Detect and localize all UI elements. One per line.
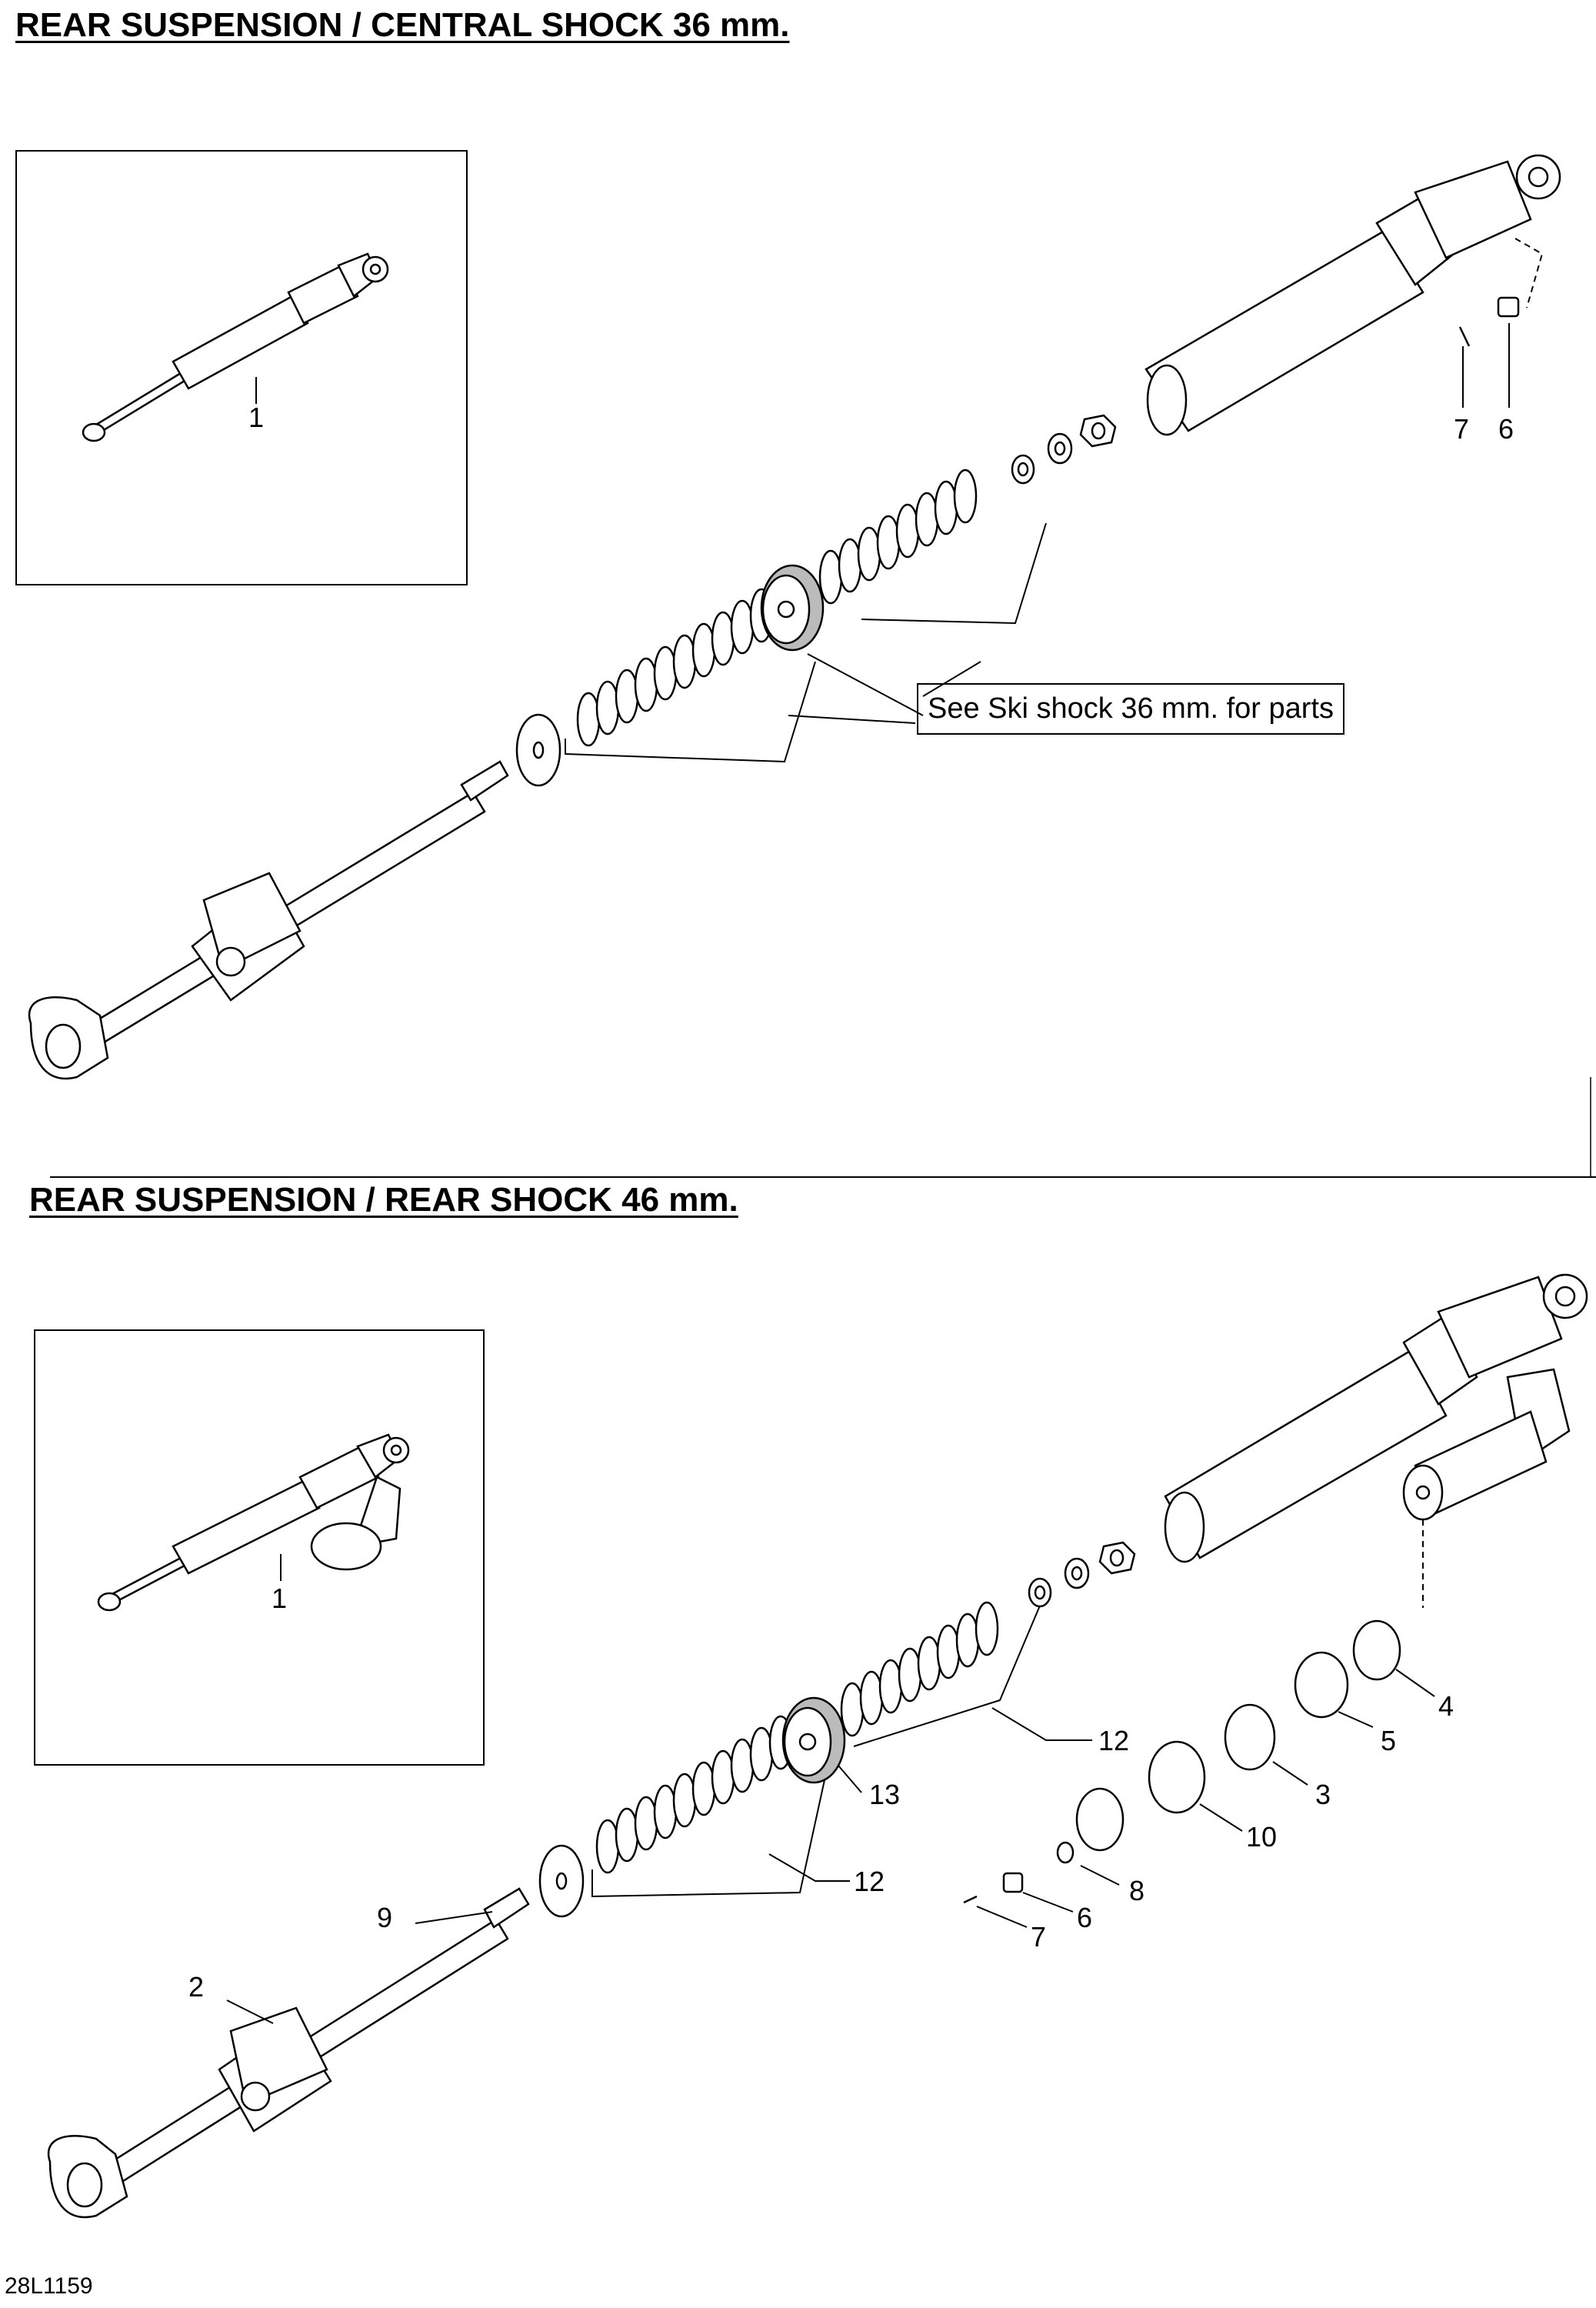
section-1-lower-spring [576, 588, 774, 747]
callout-2-s2: 2 [188, 1971, 204, 2003]
section-1-dashed-guide [1514, 238, 1544, 309]
callout-3-s2: 3 [1315, 1779, 1331, 1810]
see-ski-shock-note: See Ski shock 36 mm. for parts [917, 683, 1344, 735]
section-2-title: REAR SUSPENSION / REAR SHOCK 46 mm. [29, 1181, 738, 1219]
section-1-inset-shock [82, 252, 389, 442]
inset-1-callout: 1 [248, 402, 264, 433]
section-2-inset-shock [97, 1433, 410, 1612]
section-1-shaft-assembly [28, 760, 509, 1080]
callout-10-s2: 10 [1246, 1821, 1277, 1853]
section-2-upper-spring [840, 1601, 999, 1737]
callout-6-s2: 6 [1077, 1902, 1092, 1933]
callout-5-s2: 5 [1381, 1725, 1396, 1756]
section-2-crossover [781, 1696, 846, 1784]
section-1-upper-spring-bracket [861, 522, 1047, 625]
section-1-title: REAR SUSPENSION / CENTRAL SHOCK 36 mm. [15, 6, 790, 44]
section-2-lower-spring-bracket [591, 1769, 828, 1898]
callout-12a-s2: 12 [1098, 1725, 1129, 1756]
callout-8-s2: 8 [1129, 1875, 1145, 1906]
section-1-crossover [760, 564, 825, 652]
section-2-shaft-assembly [47, 1887, 530, 2219]
callout-7-s1: 7 [1454, 413, 1469, 445]
section-2-washers-nut [1028, 1541, 1136, 1608]
callout-7-s2: 7 [1031, 1921, 1046, 1953]
section-2-upper-spring-bracket [853, 1599, 1043, 1747]
section-2-shock-body [1164, 1273, 1588, 1563]
callout-6-s1: 6 [1498, 413, 1514, 445]
callout-13-s2: 13 [869, 1779, 900, 1810]
section-2-lower-spring [595, 1715, 793, 1874]
inset-2-callout: 1 [272, 1583, 287, 1614]
section-1-upper-spring [818, 469, 978, 605]
section-1-inset-frame [15, 150, 468, 585]
reference-code: 28L1159 [5, 2273, 93, 2299]
section-1-washer [515, 713, 561, 787]
section-1-shock-body [1145, 154, 1561, 436]
callout-4-s2: 4 [1438, 1690, 1454, 1722]
callout-9-s2: 9 [377, 1902, 392, 1933]
section-2-inset-frame [34, 1329, 485, 1766]
note-leader-lines [788, 715, 916, 724]
callout-12b-s2: 12 [854, 1866, 885, 1897]
section-2-reservoir-parts [963, 1619, 1401, 1904]
section-2-washer [538, 1844, 585, 1918]
section-1-lower-spring-bracket [565, 661, 816, 763]
section-1-valve-parts [1458, 296, 1520, 347]
section-1-washers-nut [1011, 414, 1117, 485]
